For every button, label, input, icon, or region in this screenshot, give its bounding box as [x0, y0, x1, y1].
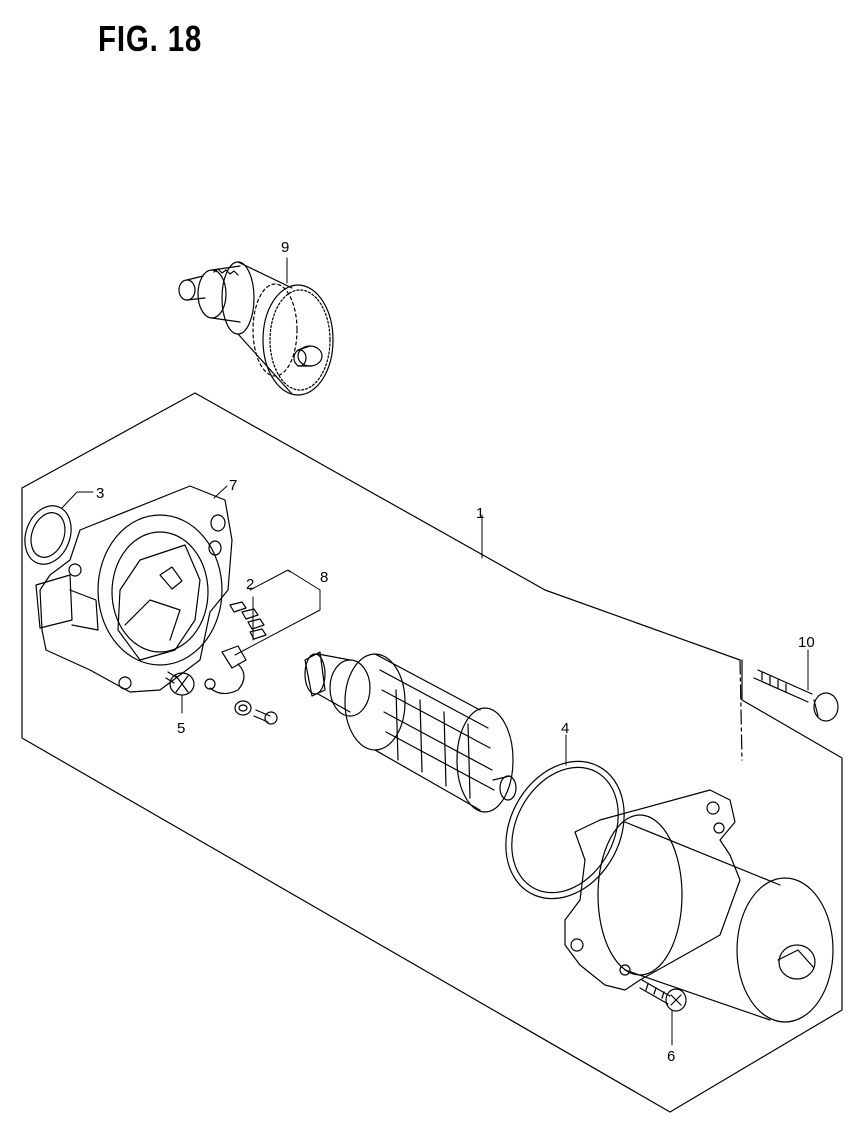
part-brush-spring-set	[204, 601, 267, 716]
part-screw-rear	[639, 979, 687, 1012]
callout-6: 6	[667, 1048, 675, 1065]
part-starter-clutch-gear	[178, 261, 334, 396]
part-through-bolt	[753, 669, 839, 722]
part-armature	[304, 651, 517, 813]
part-gasket-ring	[505, 760, 625, 900]
figure-title: FIG. 18	[98, 18, 203, 59]
callout-8: 8	[320, 569, 328, 586]
part-small-screw	[253, 709, 278, 725]
callout-5: 5	[177, 720, 185, 737]
part-starter-yoke	[564, 789, 834, 1023]
callout-9: 9	[281, 239, 289, 256]
part-o-ring-front	[24, 505, 72, 565]
callout-10: 10	[798, 634, 815, 651]
callout-labels: 9 3 7 1 2 8 5 4 10 6	[96, 239, 815, 1065]
part-front-housing	[35, 485, 233, 693]
callout-2: 2	[246, 576, 254, 593]
callout-3: 3	[96, 485, 104, 502]
part-screw-front	[165, 671, 195, 696]
callout-7: 7	[229, 477, 237, 494]
callout-1: 1	[476, 505, 484, 522]
leader-lines	[61, 257, 809, 1046]
assembly-boundary	[21, 392, 843, 1113]
callout-4: 4	[561, 720, 569, 737]
